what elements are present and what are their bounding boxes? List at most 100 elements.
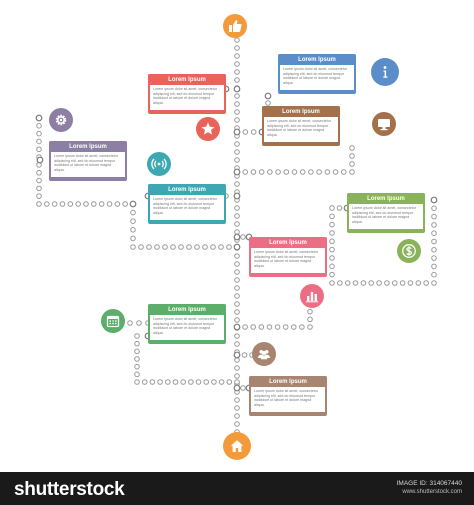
connector-node xyxy=(233,351,241,359)
connector-dot xyxy=(234,53,240,59)
connector-dot xyxy=(134,363,140,370)
connector-dot xyxy=(130,209,136,216)
connector-dot xyxy=(36,169,42,176)
connector-dot xyxy=(188,379,194,385)
connector-dot xyxy=(329,271,335,278)
connector-dot xyxy=(340,169,347,175)
connector-dot xyxy=(234,181,240,187)
connector-dot xyxy=(234,421,240,427)
connector-dot xyxy=(242,324,248,330)
connector-dot xyxy=(329,255,335,261)
people-icon xyxy=(252,342,276,366)
connector-dot xyxy=(431,271,437,278)
site-url-label: www.shutterstock.com xyxy=(402,489,462,495)
card-red: Lorem Ipsum Lorem ipsum dolor sit amet, … xyxy=(148,74,226,114)
connector-dot xyxy=(210,244,216,250)
connector-dot xyxy=(282,324,289,330)
gear-icon xyxy=(49,108,73,132)
connector-dot xyxy=(234,285,240,291)
connector-dot xyxy=(180,379,186,385)
connector-dot xyxy=(136,320,142,326)
card-blue: Lorem Ipsum Lorem ipsum dolor sit amet, … xyxy=(278,54,356,94)
connector-dot xyxy=(36,177,42,184)
connector-dot xyxy=(240,234,246,240)
connector-dot xyxy=(234,379,240,385)
connector-dot xyxy=(431,247,437,253)
card-text: Lorem ipsum dolor sit amet, consectetur … xyxy=(280,65,354,90)
card-text: Lorem ipsum dolor sit amet, consectetur … xyxy=(251,248,325,273)
connector-dot xyxy=(226,379,233,385)
card-teal: Lorem Ipsum Lorem ipsum dolor sit amet, … xyxy=(148,184,226,224)
connector-dot xyxy=(36,130,42,137)
card-text: Lorem ipsum dolor sit amet, consectetur … xyxy=(51,152,125,177)
connector-dot xyxy=(234,253,240,259)
connector-dot xyxy=(162,244,168,250)
connector-node xyxy=(35,114,43,122)
connector-dot xyxy=(290,324,297,330)
connector-dot xyxy=(431,222,437,228)
connector-dot xyxy=(36,123,42,129)
connector-dot xyxy=(114,201,121,207)
card-pink: Lorem Ipsum Lorem ipsum dolor sit amet, … xyxy=(249,237,327,277)
connector-dot xyxy=(234,261,240,267)
connector-dot xyxy=(349,145,355,151)
connector-dot xyxy=(307,316,313,323)
connector-dot xyxy=(134,348,140,355)
connector-dot xyxy=(234,413,240,419)
connector-dot xyxy=(399,280,406,286)
thumbs-up-icon xyxy=(223,14,247,38)
connector-dot xyxy=(234,309,240,315)
connector-dot xyxy=(134,340,140,347)
connector-dot xyxy=(299,169,306,175)
connector-dot xyxy=(127,320,133,326)
connector-dot xyxy=(234,205,240,211)
connector-dot xyxy=(234,77,240,83)
connector-dot xyxy=(329,230,335,236)
card-tan: Lorem Ipsum Lorem ipsum dolor sit amet, … xyxy=(249,376,327,416)
connector-dot xyxy=(368,280,375,286)
monitor-icon xyxy=(372,112,396,136)
connector-dot xyxy=(234,117,240,123)
connector-dot xyxy=(234,141,240,147)
connector-dot xyxy=(407,280,414,286)
connector-dot xyxy=(234,277,240,283)
connector-dot xyxy=(234,61,240,67)
connector-dot xyxy=(194,244,200,250)
connector-dot xyxy=(316,169,322,175)
connector-dot xyxy=(423,280,429,286)
connector-node xyxy=(36,156,44,164)
connector-dot xyxy=(337,280,343,286)
connector-dot xyxy=(431,255,437,261)
connector-dot xyxy=(241,352,248,358)
wifi-signal-icon xyxy=(147,152,171,176)
connector-dot xyxy=(360,280,367,286)
connector-dot xyxy=(75,201,81,207)
connector-dot xyxy=(242,169,249,175)
connector-dot xyxy=(44,201,50,207)
connector-dot xyxy=(431,238,437,245)
connector-dot xyxy=(258,169,265,175)
connector-dot xyxy=(234,69,240,75)
connector-node xyxy=(233,192,241,200)
connector-dot xyxy=(291,169,298,175)
connector-dot xyxy=(250,324,257,330)
connector-dot xyxy=(329,246,335,253)
connector-dot xyxy=(83,201,89,207)
connector-node xyxy=(233,168,241,176)
connector-dot xyxy=(274,324,281,330)
connector-dot xyxy=(266,324,273,330)
home-icon xyxy=(223,432,251,460)
dotted-connector xyxy=(234,301,313,330)
connector-dot xyxy=(130,244,136,250)
connector-node xyxy=(233,233,241,241)
connector-dot xyxy=(391,280,398,286)
card-title: Lorem Ipsum xyxy=(148,184,226,195)
info-icon xyxy=(371,58,399,86)
card-brown: Lorem Ipsum Lorem ipsum dolor sit amet, … xyxy=(262,106,340,146)
dollar-icon xyxy=(397,239,421,263)
connector-layer xyxy=(35,37,438,435)
connector-dot xyxy=(250,129,257,135)
connector-dot xyxy=(164,379,171,385)
connector-dot xyxy=(134,333,140,339)
card-text: Lorem ipsum dolor sit amet, consectetur … xyxy=(150,85,224,110)
